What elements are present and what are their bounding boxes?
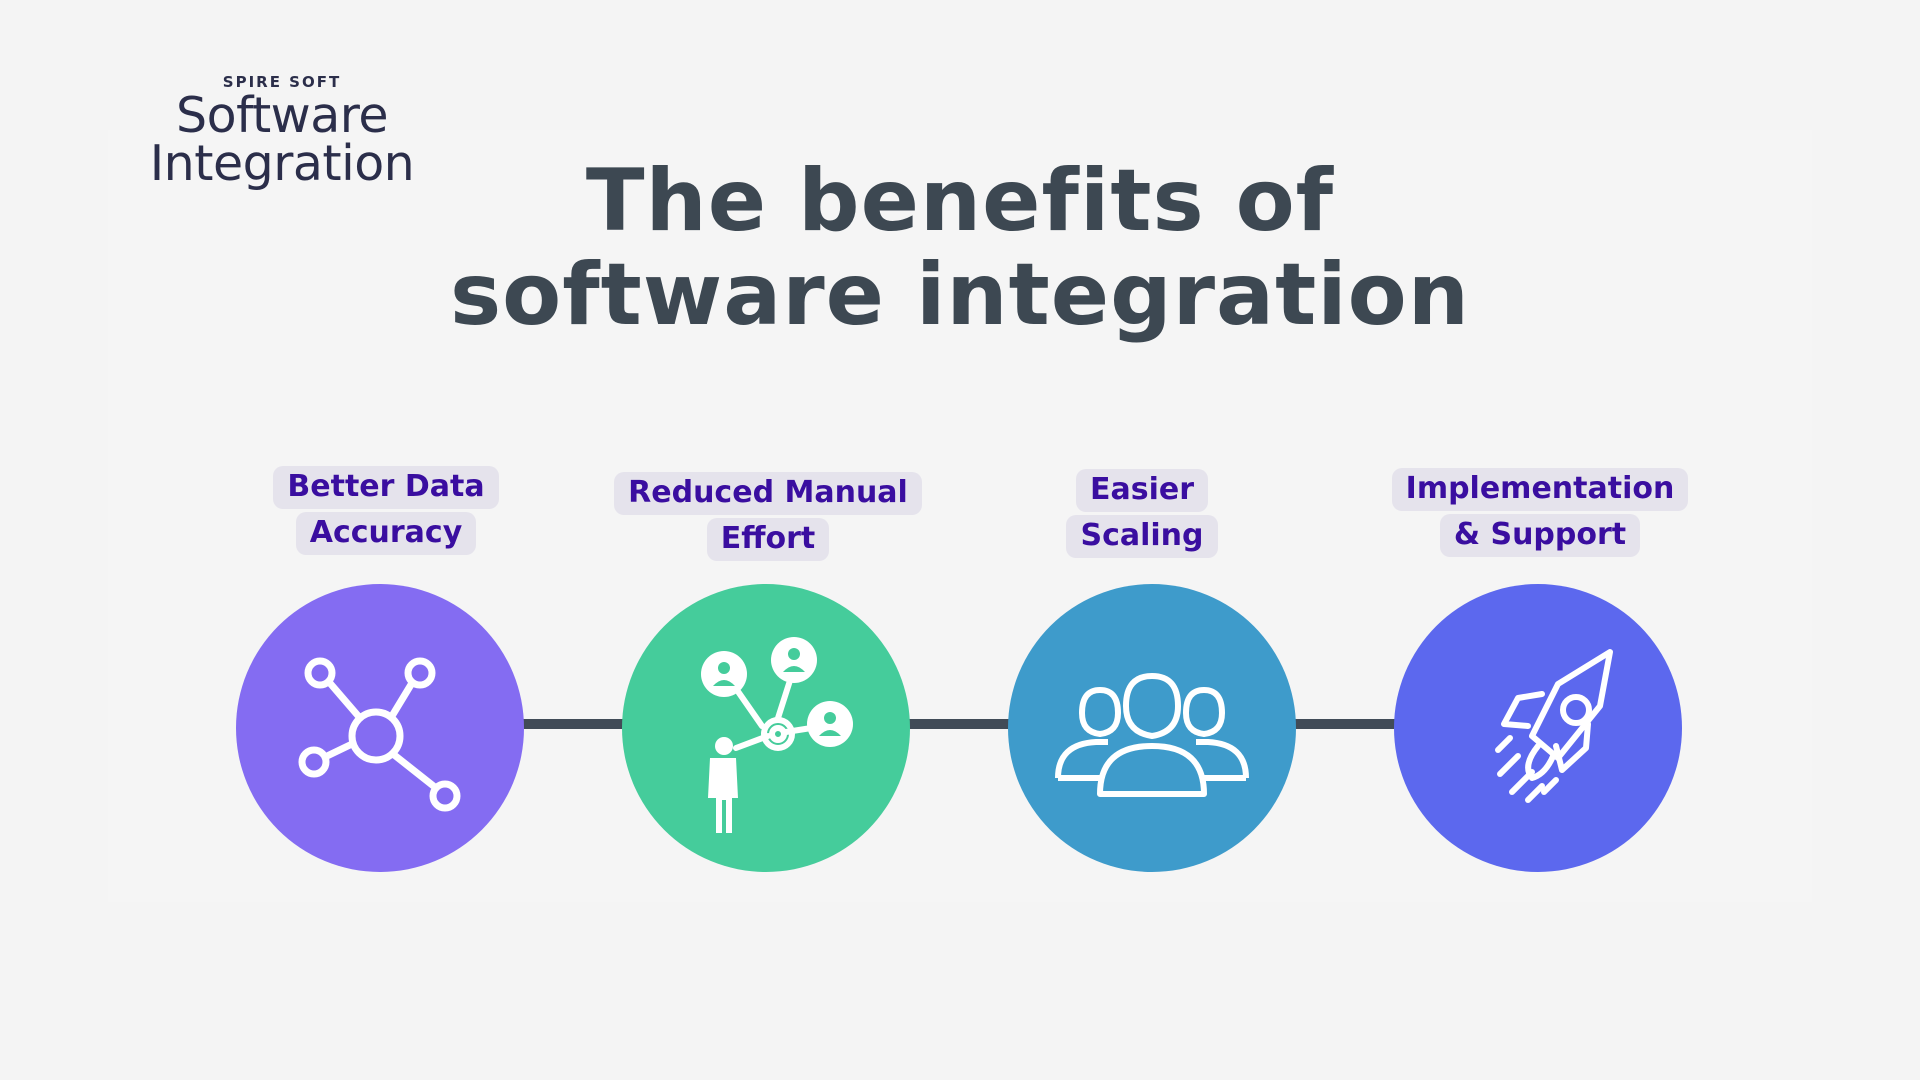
logo-brand: SPIRE SOFT	[222, 73, 342, 91]
page-title-line1: The benefits of	[585, 151, 1335, 251]
step-circle-better-data-accuracy	[236, 584, 524, 872]
page-title-line2: software integration	[449, 245, 1470, 345]
step-label-implementation-support: Implementation& Support	[1370, 466, 1710, 558]
logo-title-line1: Software	[175, 87, 389, 144]
logo-title-line2: Integration	[149, 135, 415, 192]
step-circle-reduced-manual-effort	[622, 584, 910, 872]
network-nodes-icon	[298, 657, 461, 812]
group-people-icon	[1055, 673, 1249, 797]
person-connections-icon	[701, 637, 853, 833]
page-title: The benefits of software integration	[300, 154, 1620, 342]
connector-line	[906, 719, 1012, 729]
step-circle-easier-scaling	[1008, 584, 1296, 872]
step-circle-implementation-support	[1394, 584, 1682, 872]
brand-logo: SPIRE SOFT Software Integration	[126, 72, 438, 188]
connector-line	[520, 719, 626, 729]
step-label-text: Implementation& Support	[1391, 468, 1689, 557]
rocket-icon	[1495, 649, 1613, 803]
connector-line	[1292, 719, 1398, 729]
